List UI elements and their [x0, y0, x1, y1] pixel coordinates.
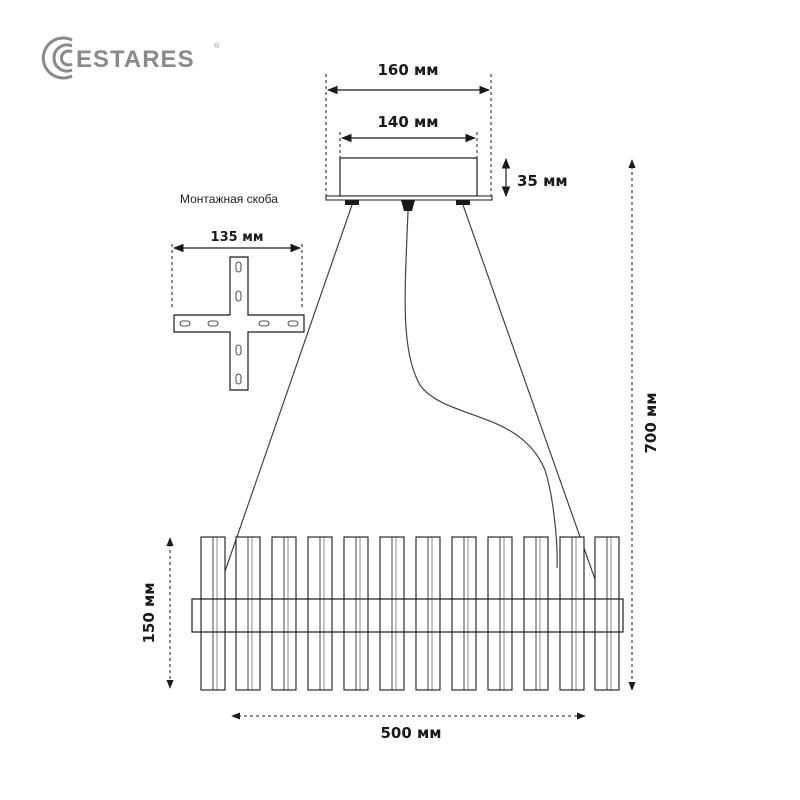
- canopy: [325, 157, 493, 211]
- mounting-bracket-label: Монтажная скоба: [180, 192, 278, 206]
- suspension-cables: [221, 204, 598, 586]
- crystal-bar: [523, 536, 549, 691]
- crystal-bar: [451, 536, 477, 691]
- crystal-bar: [235, 536, 261, 691]
- registered-mark: ®: [214, 42, 220, 50]
- crystal-bar: [379, 536, 405, 691]
- fixture-height-label: 150 мм: [140, 582, 158, 643]
- crystal-bars: [200, 536, 620, 691]
- crystal-bar: [307, 536, 333, 691]
- fixture-width-label: 500 мм: [380, 724, 441, 742]
- canopy-inner-width-label: 140 мм: [377, 113, 438, 131]
- crystal-bar: [415, 536, 441, 691]
- brand-logo: ESTARES ®: [41, 36, 220, 80]
- total-height-label: 700 мм: [642, 392, 660, 453]
- total-height-dimension: 700 мм: [628, 159, 660, 691]
- crystal-bar: [594, 536, 620, 691]
- canopy-height-label: 35 мм: [517, 172, 568, 190]
- crystal-bar: [200, 536, 226, 691]
- bracket-width-dimension: 135 мм: [171, 230, 303, 308]
- mounting-bracket: [173, 256, 305, 391]
- fixture-height-dimension: 150 мм: [140, 537, 174, 689]
- crystal-bar: [487, 536, 513, 691]
- fixture-width-dimension: 500 мм: [231, 712, 586, 742]
- canopy-height-dimension: 35 мм: [501, 157, 568, 198]
- crystal-bar: [271, 536, 297, 691]
- canopy-outer-dimension: 160 мм: [325, 61, 492, 196]
- fixture-body: [191, 536, 624, 691]
- canopy-outer-width-label: 160 мм: [377, 61, 438, 79]
- bracket-width-label: 135 мм: [211, 230, 264, 245]
- crystal-bar: [559, 536, 585, 691]
- crystal-bar: [343, 536, 369, 691]
- brand-name: ESTARES: [76, 46, 195, 73]
- canopy-inner-dimension: 140 мм: [339, 113, 478, 158]
- logo-arcs-icon: [41, 36, 73, 80]
